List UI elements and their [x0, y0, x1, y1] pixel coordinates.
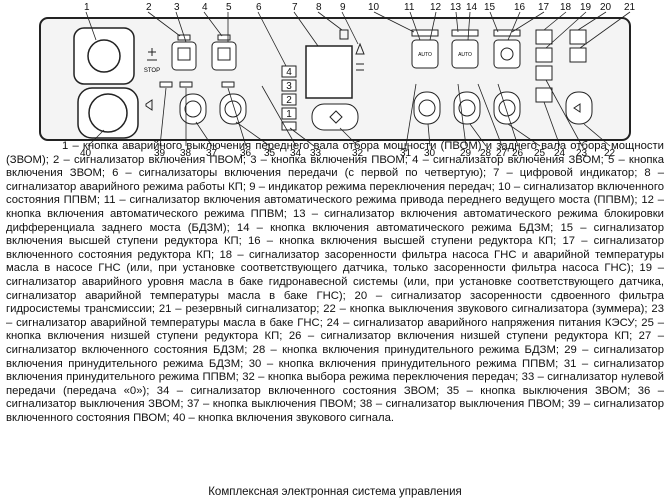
svg-text:36: 36 — [240, 148, 252, 159]
shift-mode-indicator — [355, 42, 365, 71]
svg-text:2: 2 — [146, 2, 152, 13]
gearbox-warning-icon — [339, 29, 349, 40]
horn-icon — [145, 99, 153, 111]
control-panel-diagram: STOP 4 3 2 1 — [39, 2, 636, 159]
svg-text:20: 20 — [600, 2, 612, 13]
bdzm-forced-button — [453, 91, 481, 125]
svg-text:35: 35 — [264, 148, 276, 159]
svg-text:37: 37 — [206, 148, 218, 159]
svg-text:11: 11 — [404, 2, 415, 13]
svg-text:10: 10 — [368, 2, 380, 13]
svg-text:30: 30 — [424, 148, 436, 159]
svg-text:15: 15 — [484, 2, 496, 13]
zvom-off-button — [219, 93, 247, 125]
svg-text:21: 21 — [624, 2, 636, 13]
horn-button — [77, 87, 139, 139]
svg-text:7: 7 — [292, 2, 298, 13]
reducer-indicators — [493, 29, 521, 37]
svg-text:28: 28 — [480, 148, 492, 159]
svg-text:2: 2 — [286, 95, 292, 106]
svg-text:34: 34 — [290, 148, 302, 159]
callouts-bottom — [87, 79, 611, 147]
svg-text:AUTO: AUTO — [418, 52, 432, 58]
zero-gear-indicator — [281, 121, 297, 131]
svg-text:5: 5 — [226, 2, 232, 13]
svg-text:8: 8 — [316, 2, 322, 13]
pvom-on-button — [171, 41, 197, 71]
svg-text:39: 39 — [154, 148, 166, 159]
svg-text:22: 22 — [604, 148, 616, 159]
svg-text:31: 31 — [400, 148, 412, 159]
figure-caption: Комплексная электронная система управлен… — [208, 486, 462, 498]
legend-text: 1 – кнопка аварийного выключения передне… — [6, 140, 664, 424]
bdzm-indicators — [451, 29, 479, 37]
svg-text:24: 24 — [554, 148, 566, 159]
digital-display — [305, 45, 353, 99]
bdzm-auto-button: AUTO — [451, 39, 479, 69]
callout-numbers-bottom: 40 39 38 37 36 35 34 33 32 31 30 29 28 2… — [80, 148, 616, 159]
svg-text:17: 17 — [538, 2, 550, 13]
svg-text:29: 29 — [460, 148, 472, 159]
pvom-off-indicator — [179, 81, 193, 88]
gear-indicators: 4 3 2 1 — [281, 65, 297, 120]
reducer-high-button — [493, 39, 521, 69]
svg-text:6: 6 — [256, 2, 262, 13]
svg-text:3: 3 — [174, 2, 180, 13]
buzzer-off-button — [565, 91, 593, 125]
svg-text:14: 14 — [466, 2, 478, 13]
svg-text:27: 27 — [496, 148, 508, 159]
svg-text:4: 4 — [202, 2, 208, 13]
shift-mode-button — [311, 103, 359, 131]
svg-text:19: 19 — [580, 2, 592, 13]
pvom-off-button — [179, 93, 207, 125]
svg-text:26: 26 — [512, 148, 524, 159]
svg-text:1: 1 — [286, 109, 292, 120]
callout-numbers-top: 1 2 3 4 5 6 7 8 9 10 11 12 13 14 15 16 1… — [84, 2, 636, 13]
pvom-state-indicator — [159, 81, 173, 88]
svg-text:9: 9 — [340, 2, 346, 13]
zvom-indicator — [217, 34, 231, 41]
svg-text:3: 3 — [286, 81, 292, 92]
hydraulic-warning-indicators — [535, 29, 587, 103]
svg-text:1: 1 — [84, 2, 90, 13]
stop-label: STOP — [144, 68, 160, 74]
svg-text:32: 32 — [352, 148, 364, 159]
svg-text:16: 16 — [514, 2, 526, 13]
stop-icon — [147, 48, 157, 61]
svg-text:23: 23 — [576, 148, 588, 159]
svg-text:12: 12 — [430, 2, 442, 13]
zvom-off-indicator — [221, 81, 235, 88]
emergency-stop-button — [73, 27, 135, 85]
zvom-on-button — [211, 41, 237, 71]
svg-text:33: 33 — [310, 148, 322, 159]
ppvm-indicators — [411, 29, 439, 37]
svg-text:25: 25 — [534, 148, 546, 159]
callouts-top — [85, 11, 631, 67]
svg-text:13: 13 — [450, 2, 462, 13]
svg-text:38: 38 — [180, 148, 192, 159]
svg-text:40: 40 — [80, 148, 92, 159]
ppvm-auto-button: AUTO — [411, 39, 439, 69]
ppvm-forced-button — [413, 91, 441, 125]
reducer-low-button — [493, 91, 521, 125]
svg-text:18: 18 — [560, 2, 572, 13]
svg-text:AUTO: AUTO — [458, 52, 472, 58]
svg-text:4: 4 — [286, 67, 292, 78]
